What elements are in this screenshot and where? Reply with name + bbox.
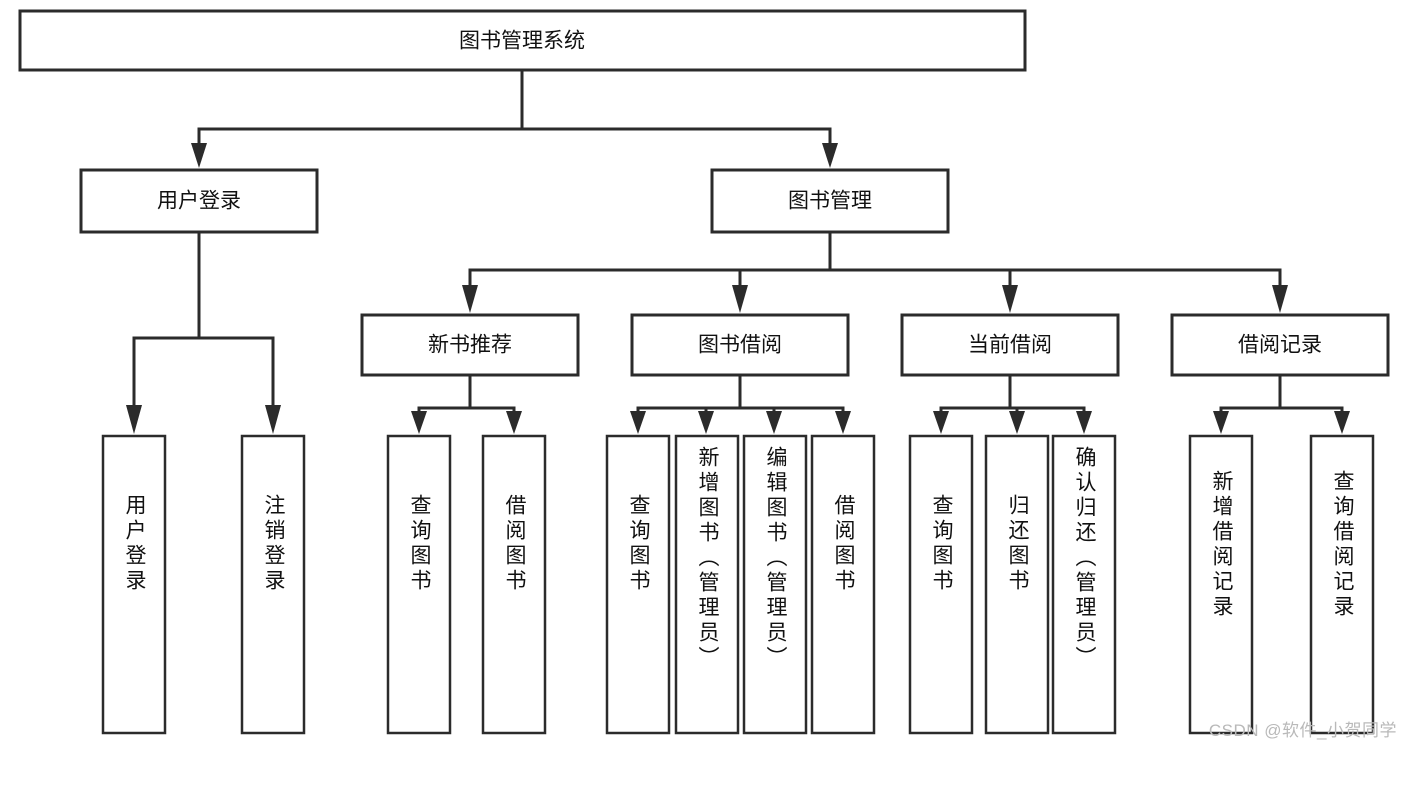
leaf-boxes bbox=[101, 434, 1375, 735]
new-book-rec-label: 新书推荐 bbox=[428, 334, 512, 357]
watermark-text: CSDN @软件_小贺同学 bbox=[1208, 721, 1397, 740]
book-manage-box bbox=[710, 168, 950, 234]
leaf-box-edit-book[interactable] bbox=[742, 434, 808, 735]
book-manage-label: 图书管理 bbox=[788, 190, 872, 213]
arrow-leaf-user-logout bbox=[265, 405, 281, 434]
leaf-box-user-logout[interactable] bbox=[240, 434, 306, 735]
arrow-book-borrow bbox=[732, 285, 748, 313]
user-login-label: 用户登录 bbox=[157, 190, 241, 213]
node-borrow-record[interactable]: 借阅记录 bbox=[1170, 313, 1390, 377]
connector-current-borrow-to-leaves bbox=[933, 373, 1092, 434]
leaf-box-borrow-book[interactable] bbox=[810, 434, 876, 735]
arrow-leaf-query-book-cur bbox=[933, 411, 949, 434]
connector-book-manage-to-level3 bbox=[462, 230, 1288, 313]
arrow-leaf-user-login bbox=[126, 405, 142, 434]
node-user-login[interactable]: 用户登录 bbox=[79, 168, 319, 234]
book-borrow-box bbox=[630, 313, 850, 377]
node-root[interactable]: 图书管理系统 bbox=[18, 9, 1027, 72]
arrow-leaf-query-book bbox=[630, 411, 646, 434]
arrow-user-login bbox=[191, 143, 207, 168]
borrow-record-label: 借阅记录 bbox=[1238, 334, 1322, 357]
leaf-box-add-record[interactable] bbox=[1188, 434, 1254, 735]
tree-diagram-svg: 图书管理系统 用户登录 图书管理 bbox=[18, 9, 1390, 735]
arrow-leaf-query-book-rec bbox=[411, 411, 427, 434]
leaf-box-query-book-rec[interactable] bbox=[386, 434, 452, 735]
arrow-leaf-query-record bbox=[1334, 411, 1350, 434]
node-new-book-rec[interactable]: 新书推荐 bbox=[360, 313, 580, 377]
leaf-box-confirm-return[interactable] bbox=[1051, 434, 1117, 735]
arrow-current-borrow bbox=[1002, 285, 1018, 313]
arrow-leaf-borrow-book-rec bbox=[506, 411, 522, 434]
root-box bbox=[18, 9, 1027, 72]
current-borrow-box bbox=[900, 313, 1120, 377]
root-label: 图书管理系统 bbox=[459, 30, 585, 53]
node-book-borrow[interactable]: 图书借阅 bbox=[630, 313, 850, 377]
arrow-leaf-add-book bbox=[698, 411, 714, 434]
node-book-manage[interactable]: 图书管理 bbox=[710, 168, 950, 234]
leaf-box-query-record[interactable] bbox=[1309, 434, 1375, 735]
leaf-box-query-book-cur[interactable] bbox=[908, 434, 974, 735]
arrow-borrow-record bbox=[1272, 285, 1288, 313]
leaf-box-user-login[interactable] bbox=[101, 434, 167, 735]
arrow-leaf-return-book bbox=[1009, 411, 1025, 434]
leaf-box-return-book[interactable] bbox=[984, 434, 1050, 735]
connector-new-book-rec-to-leaves bbox=[411, 373, 522, 434]
new-book-rec-box bbox=[360, 313, 580, 377]
arrow-leaf-confirm-return bbox=[1076, 411, 1092, 434]
leaf-box-borrow-book-rec[interactable] bbox=[481, 434, 547, 735]
borrow-record-box bbox=[1170, 313, 1390, 377]
leaf-box-add-book[interactable] bbox=[674, 434, 740, 735]
current-borrow-label: 当前借阅 bbox=[968, 334, 1052, 357]
connector-book-borrow-to-leaves bbox=[630, 373, 851, 434]
node-current-borrow[interactable]: 当前借阅 bbox=[900, 313, 1120, 377]
arrow-leaf-add-record bbox=[1213, 411, 1229, 434]
connector-user-login-to-leaves bbox=[126, 230, 281, 434]
book-borrow-label: 图书借阅 bbox=[698, 334, 782, 357]
arrow-leaf-borrow-book bbox=[835, 411, 851, 434]
connector-borrow-record-to-leaves bbox=[1213, 373, 1350, 434]
leaf-box-query-book[interactable] bbox=[605, 434, 671, 735]
diagram-canvas: 图书管理系统 用户登录 图书管理 bbox=[18, 9, 1397, 740]
arrow-new-book-rec bbox=[462, 285, 478, 313]
arrow-book-manage bbox=[822, 143, 838, 168]
arrow-leaf-edit-book bbox=[766, 411, 782, 434]
connector-root-to-level2 bbox=[191, 68, 838, 168]
